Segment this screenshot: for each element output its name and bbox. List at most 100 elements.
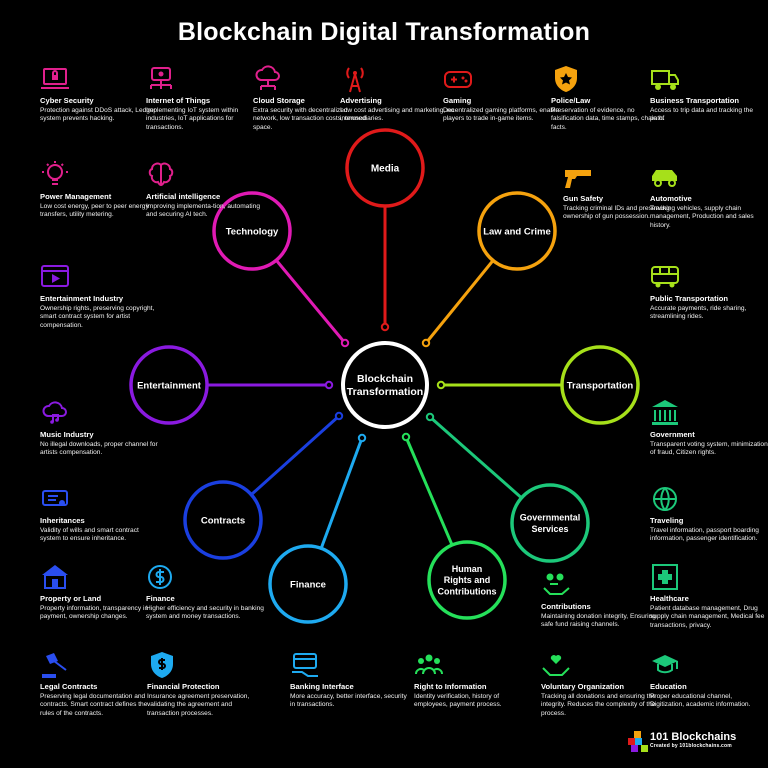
card-description: Improving implementa-tion, automating an…	[146, 202, 260, 219]
card-description: Tracking vehicles, supply chain manageme…	[650, 204, 754, 229]
brand-logo-icon	[628, 731, 648, 752]
hub-label: Transformation	[347, 386, 423, 398]
card-description: Identity verification, history of employ…	[414, 692, 502, 709]
card-title: Automotive	[650, 194, 692, 203]
card-hand-icon	[292, 653, 318, 677]
card-title: Finance	[146, 594, 175, 603]
gavel-icon	[42, 653, 67, 678]
card-description: Preserving legal documentation and contr…	[40, 692, 148, 717]
governmental-services-label: Services	[531, 524, 568, 534]
card-title: Property or Land	[40, 594, 102, 603]
card-description: Decentralized gaming platforms, enable p…	[443, 106, 560, 123]
card-title: Education	[650, 682, 687, 691]
laptop-lock-icon	[41, 68, 69, 89]
shield-dollar-icon	[151, 652, 173, 678]
card-title: Advertising	[340, 96, 382, 105]
card-title: Artificial intelligence	[146, 192, 221, 201]
contracts-node	[183, 480, 263, 560]
law-and-crime-label: Law and Crime	[483, 226, 551, 237]
card-title: Internet of Things	[146, 96, 211, 105]
card-title: Banking Interface	[290, 682, 354, 691]
branch-contracts: Contracts	[183, 411, 344, 560]
media-node	[345, 128, 425, 208]
finance-node	[268, 544, 348, 624]
card-title: Public Transportation	[650, 294, 729, 303]
branch-technology: Technology	[212, 191, 350, 348]
government-building-icon	[652, 400, 678, 425]
handgun-icon	[565, 170, 591, 188]
connector-dot	[401, 432, 411, 442]
card-description: Transparent voting system, minimization …	[650, 440, 768, 457]
connector-dot	[436, 380, 446, 390]
connector-dot	[425, 412, 435, 422]
branch-law-and-crime: Law and Crime	[421, 191, 557, 348]
house-icon	[42, 565, 68, 589]
card-title: Inheritances	[40, 516, 85, 525]
car-icon	[652, 170, 677, 187]
card-title: Voluntary Organization	[541, 682, 624, 691]
transportation-label: Transportation	[567, 380, 634, 391]
human-rights-label: Rights and	[444, 575, 491, 585]
connector-dot	[380, 322, 390, 332]
card-title: Government	[650, 430, 695, 439]
card-description: Access to trip data and tracking the pat…	[650, 106, 753, 123]
lightbulb-icon	[42, 161, 68, 185]
hub-label: Blockchain	[357, 373, 413, 385]
card-description: Validity of wills and smart contract sys…	[40, 526, 139, 543]
brand-name: 101 Blockchains	[650, 731, 737, 743]
branch-media: Media	[345, 128, 425, 332]
card-description: Ownership rights, preserving copyright, …	[40, 304, 155, 329]
card-description: Proper educational channel, Digitization…	[650, 692, 751, 709]
card-title: Music Industry	[40, 430, 94, 439]
page-title: Blockchain Digital Transformation	[177, 18, 591, 46]
transportation-node	[560, 345, 640, 425]
connector-dot	[334, 411, 344, 421]
human-rights-label: Contributions	[438, 586, 497, 596]
connector-line	[319, 437, 364, 549]
gamepad-icon	[444, 71, 472, 88]
card-title: Police/Law	[551, 96, 591, 105]
hub-node	[341, 341, 429, 429]
card-title: Financial Protection	[147, 682, 220, 691]
connector-dot	[340, 338, 350, 348]
bus-icon	[651, 266, 679, 288]
card-description: Higher efficiency and security in bankin…	[146, 604, 264, 621]
human-rights-node	[427, 540, 507, 620]
entertainment-label: Entertainment	[137, 380, 202, 391]
card-title: Legal Contracts	[40, 682, 98, 691]
video-player-icon	[41, 265, 69, 287]
broadcast-tower-icon	[346, 67, 364, 93]
technology-node	[212, 191, 292, 271]
card-description: Low cost energy, peer to peer energy tra…	[40, 202, 149, 219]
card-description: Implementing IoT system within industrie…	[146, 106, 239, 131]
card-title: Healthcare	[650, 594, 689, 603]
heart-hands-icon	[542, 655, 570, 676]
connector-line	[424, 259, 495, 344]
contracts-label: Contracts	[201, 515, 245, 526]
dollar-coins-icon	[148, 565, 172, 589]
hand-coins-icon	[543, 573, 570, 595]
people-group-icon	[415, 654, 443, 675]
brain-icon	[148, 162, 174, 187]
brand-tagline: Created by 101blockchains.com	[650, 743, 732, 749]
card-title: Cloud Storage	[253, 96, 305, 105]
